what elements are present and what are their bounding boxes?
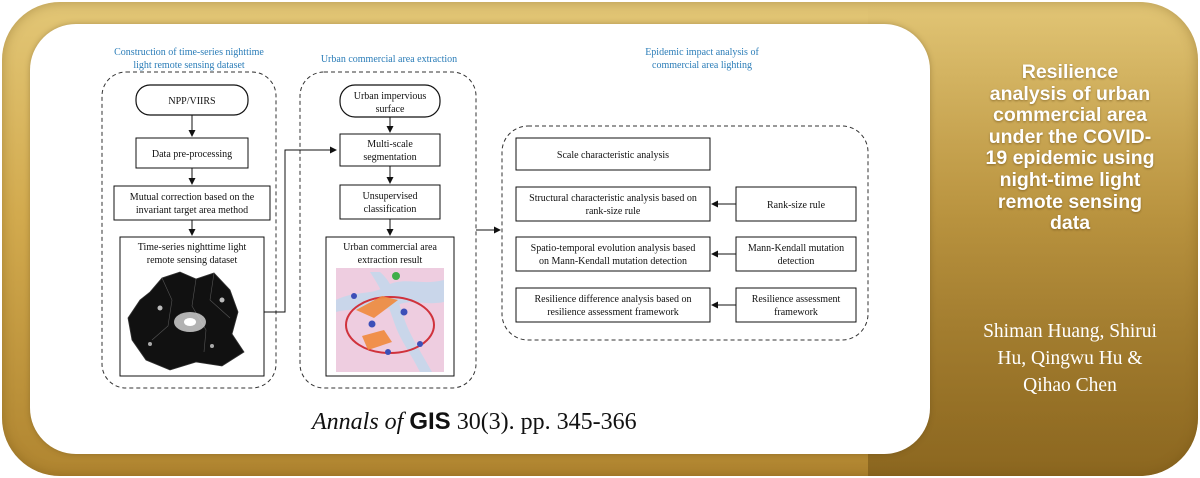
blue-marker — [385, 349, 391, 355]
light-spot — [148, 342, 152, 346]
title-line: commercial area — [993, 104, 1147, 127]
blue-marker — [368, 320, 376, 328]
mann-kendall-box — [735, 236, 857, 272]
citation-journal-italic: Annals of — [312, 409, 404, 435]
spatio-line1: Spatio-temporal evolution analysis based — [531, 243, 696, 254]
citation-journal-bold: GIS — [409, 408, 451, 435]
section2-header: Urban commercial area extraction — [321, 54, 457, 65]
section1-header-line1: Construction of time-series nighttime — [114, 47, 264, 58]
blue-marker — [417, 341, 423, 347]
dataset-line1: Time-series nighttime light — [138, 242, 247, 253]
mann-kendall-line1: Mann-Kendall mutation — [748, 243, 844, 254]
city-light-core — [184, 318, 196, 326]
resilience-difference-line1: Resilience difference analysis based on — [535, 294, 692, 305]
light-spot — [210, 344, 214, 348]
paper-title: Resilience analysis of urban commercial … — [944, 61, 1196, 235]
resilience-framework-box — [735, 287, 857, 323]
extraction-line2: extraction result — [358, 255, 423, 266]
title-line: night-time light — [999, 168, 1141, 191]
rank-size-label: Rank-size rule — [767, 200, 826, 211]
title-line: under the COVID- — [988, 125, 1152, 148]
section3-container — [501, 125, 869, 341]
author-line: Hu, Qingwu Hu & — [997, 348, 1143, 369]
structural-line2: rank-size rule — [586, 206, 641, 217]
section2-container — [299, 71, 477, 389]
preprocess-box — [135, 137, 249, 169]
citation-volume-pages: 30(3). pp. 345-366 — [456, 409, 637, 435]
section3-header-line2: commercial area lighting — [652, 60, 752, 71]
impervious-line1: Urban impervious — [354, 91, 427, 102]
spatio-line2: on Mann-Kendall mutation detection — [539, 256, 687, 267]
title-line: 19 epidemic using — [985, 147, 1155, 170]
segmentation-line2: segmentation — [363, 152, 416, 163]
resilience-difference-box — [515, 287, 711, 323]
nppviirs-label: NPP/VIIRS — [168, 96, 215, 107]
mutual-correction-box — [113, 185, 271, 221]
mutual-correction-line2: invariant target area method — [136, 205, 248, 216]
blue-marker — [351, 293, 357, 299]
commercial-patch — [362, 330, 392, 350]
scale-analysis-box — [515, 137, 711, 171]
author-line: Shiman Huang, Shirui — [983, 321, 1157, 342]
spatio-temporal-box — [515, 236, 711, 272]
resilience-framework-line2: framework — [774, 307, 818, 318]
author-list: Shiman Huang, Shirui Hu, Qingwu Hu & Qih… — [944, 318, 1196, 399]
unsupervised-line1: Unsupervised — [363, 191, 418, 202]
mann-kendall-line2: detection — [778, 256, 815, 267]
title-line: data — [1049, 212, 1091, 235]
dataset-line2: remote sensing dataset — [147, 255, 238, 266]
title-line: Resilience — [1021, 61, 1119, 83]
blue-marker — [400, 308, 408, 316]
mutual-correction-line1: Mutual correction based on the — [130, 192, 255, 203]
structural-line1: Structural characteristic analysis based… — [529, 193, 697, 204]
commercial-patch — [356, 296, 398, 318]
impervious-line2: surface — [376, 104, 405, 115]
section3-header-line1: Epidemic impact analysis of — [645, 47, 759, 58]
scale-analysis-label: Scale characteristic analysis — [557, 150, 669, 161]
resilience-difference-line2: resilience assessment framework — [547, 307, 679, 318]
title-line: remote sensing — [997, 190, 1143, 213]
resilience-framework-line1: Resilience assessment — [752, 294, 841, 305]
journal-citation: Annals of GIS 30(3). pp. 345-366 — [312, 408, 637, 436]
green-marker — [392, 272, 400, 280]
section1-container — [101, 71, 277, 389]
rank-size-box — [735, 186, 857, 222]
light-spot — [219, 297, 225, 303]
extraction-line1: Urban commercial area — [343, 242, 437, 253]
arrow-dataset-segmentation — [264, 146, 337, 313]
light-spot — [157, 305, 163, 311]
segmentation-line1: Multi-scale — [367, 139, 413, 150]
title-line: analysis of urban — [989, 82, 1151, 105]
unsupervised-line2: classification — [364, 204, 417, 215]
structural-analysis-box — [515, 186, 711, 222]
author-line: Qihao Chen — [1023, 375, 1117, 396]
preprocess-label: Data pre-processing — [152, 149, 232, 160]
section1-header-line2: light remote sensing dataset — [133, 60, 245, 71]
segmentation-box — [339, 133, 441, 167]
